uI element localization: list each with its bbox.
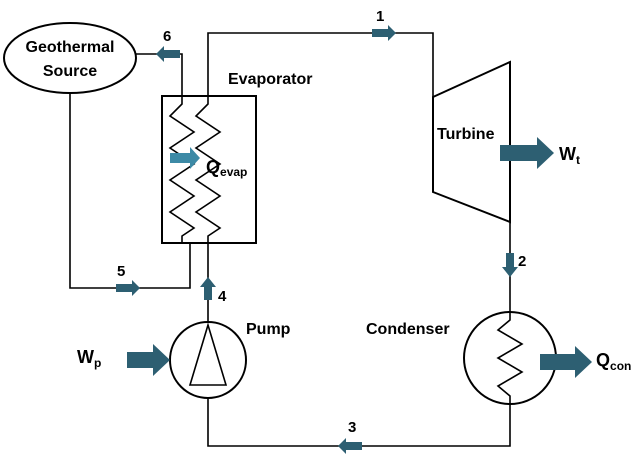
q-evap-label: Qevap [206, 157, 247, 179]
pump [169, 321, 247, 399]
state-3-label: 3 [348, 419, 356, 436]
turbine-label: Turbine [437, 126, 495, 143]
flow-arrow-5 [116, 280, 140, 296]
pipe-evaporator-to-source [130, 53, 183, 96]
turbine [432, 60, 511, 224]
state-2-label: 2 [518, 253, 526, 270]
evaporator-label: Evaporator [228, 71, 312, 88]
q-con-arrow [540, 346, 592, 378]
q-evap-arrow [170, 147, 200, 169]
w-t-arrow [500, 137, 554, 169]
flow-arrow-3 [338, 438, 362, 454]
condenser-coil [496, 312, 524, 404]
geothermal-source [3, 22, 137, 94]
w-t-label: Wt [559, 144, 580, 167]
pump-triangle [188, 322, 228, 386]
flow-arrow-4 [200, 277, 216, 300]
flow-arrow-6 [156, 46, 180, 62]
pipe-condenser-to-pump [207, 398, 511, 447]
w-p-arrow [127, 344, 170, 376]
evaporator-coil-fluid [194, 96, 222, 243]
pipe-evaporator-to-turbine [207, 32, 434, 97]
state-4-label: 4 [218, 288, 227, 305]
geothermal-source-label-line2: Source [43, 63, 97, 80]
flow-arrow-1 [372, 25, 396, 41]
state-5-label: 5 [117, 263, 125, 280]
pump-label: Pump [246, 321, 291, 338]
condenser-label: Condenser [366, 321, 450, 338]
geothermal-source-label-line1: Geothermal [26, 39, 115, 56]
state-1-label: 1 [376, 8, 384, 25]
q-con-label: Qcon [596, 350, 631, 373]
state-6-label: 6 [163, 28, 171, 45]
w-p-label: Wp [77, 347, 101, 370]
flow-arrow-2 [502, 253, 518, 277]
evaporator-coil-brine [168, 96, 196, 243]
